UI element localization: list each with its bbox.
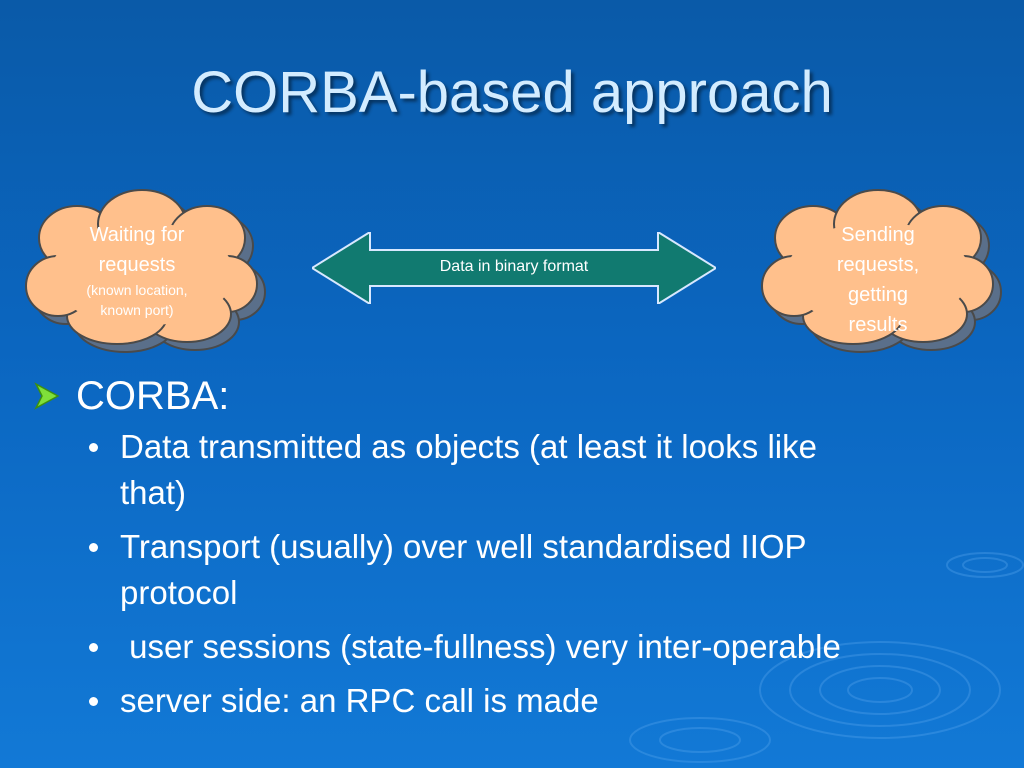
- list-item-line1: user sessions (state-fullness) very inte…: [120, 628, 841, 665]
- list-item: server side: an RPC call is made: [32, 678, 992, 724]
- bullet-dot-icon: [89, 643, 98, 652]
- list-item-line1: server side: an RPC call is made: [120, 682, 599, 719]
- left-cloud-line2: requests: [98, 254, 176, 276]
- list-item: Transport (usually) over well standardis…: [32, 524, 992, 616]
- bullet-dot-icon: [89, 697, 98, 706]
- arrowhead-bullet-icon: [34, 382, 60, 410]
- bullet-heading: CORBA:: [76, 374, 230, 418]
- left-cloud-label: Waiting for requests (known location, kn…: [62, 220, 212, 320]
- right-cloud-line4: results: [848, 314, 908, 336]
- list-item: user sessions (state-fullness) very inte…: [32, 624, 992, 670]
- bullet-list: CORBA: Data transmitted as objects (at l…: [32, 372, 992, 732]
- list-item-line2: protocol: [120, 574, 238, 611]
- data-transfer-arrow: Data in binary format: [310, 230, 718, 306]
- list-item-line1: Data transmitted as objects (at least it…: [120, 428, 817, 465]
- slide-title: CORBA-based approach: [191, 60, 833, 125]
- arrow-label: Data in binary format: [439, 258, 589, 275]
- right-cloud-label: Sending requests, getting results: [803, 220, 953, 340]
- right-cloud-line2: requests,: [836, 254, 920, 276]
- list-item: Data transmitted as objects (at least it…: [32, 424, 992, 516]
- left-cloud-line3: (known location,: [86, 282, 188, 298]
- list-item-line1: Transport (usually) over well standardis…: [120, 528, 807, 565]
- bullet-heading-row: CORBA:: [32, 372, 992, 420]
- right-cloud-shape: Sending requests, getting results: [758, 186, 1008, 358]
- cloud-icon: [25, 189, 266, 353]
- bullet-dot-icon: [89, 443, 98, 452]
- list-item-line2: that): [120, 474, 187, 511]
- left-cloud-line4: known port): [100, 302, 174, 318]
- left-cloud-shape: Waiting for requests (known location, kn…: [22, 186, 272, 358]
- cloud-icon: [761, 189, 1002, 353]
- right-cloud-line1: Sending: [841, 224, 915, 246]
- right-cloud-line3: getting: [847, 284, 909, 306]
- left-cloud-line1: Waiting for: [89, 224, 185, 246]
- bullet-dot-icon: [89, 543, 98, 552]
